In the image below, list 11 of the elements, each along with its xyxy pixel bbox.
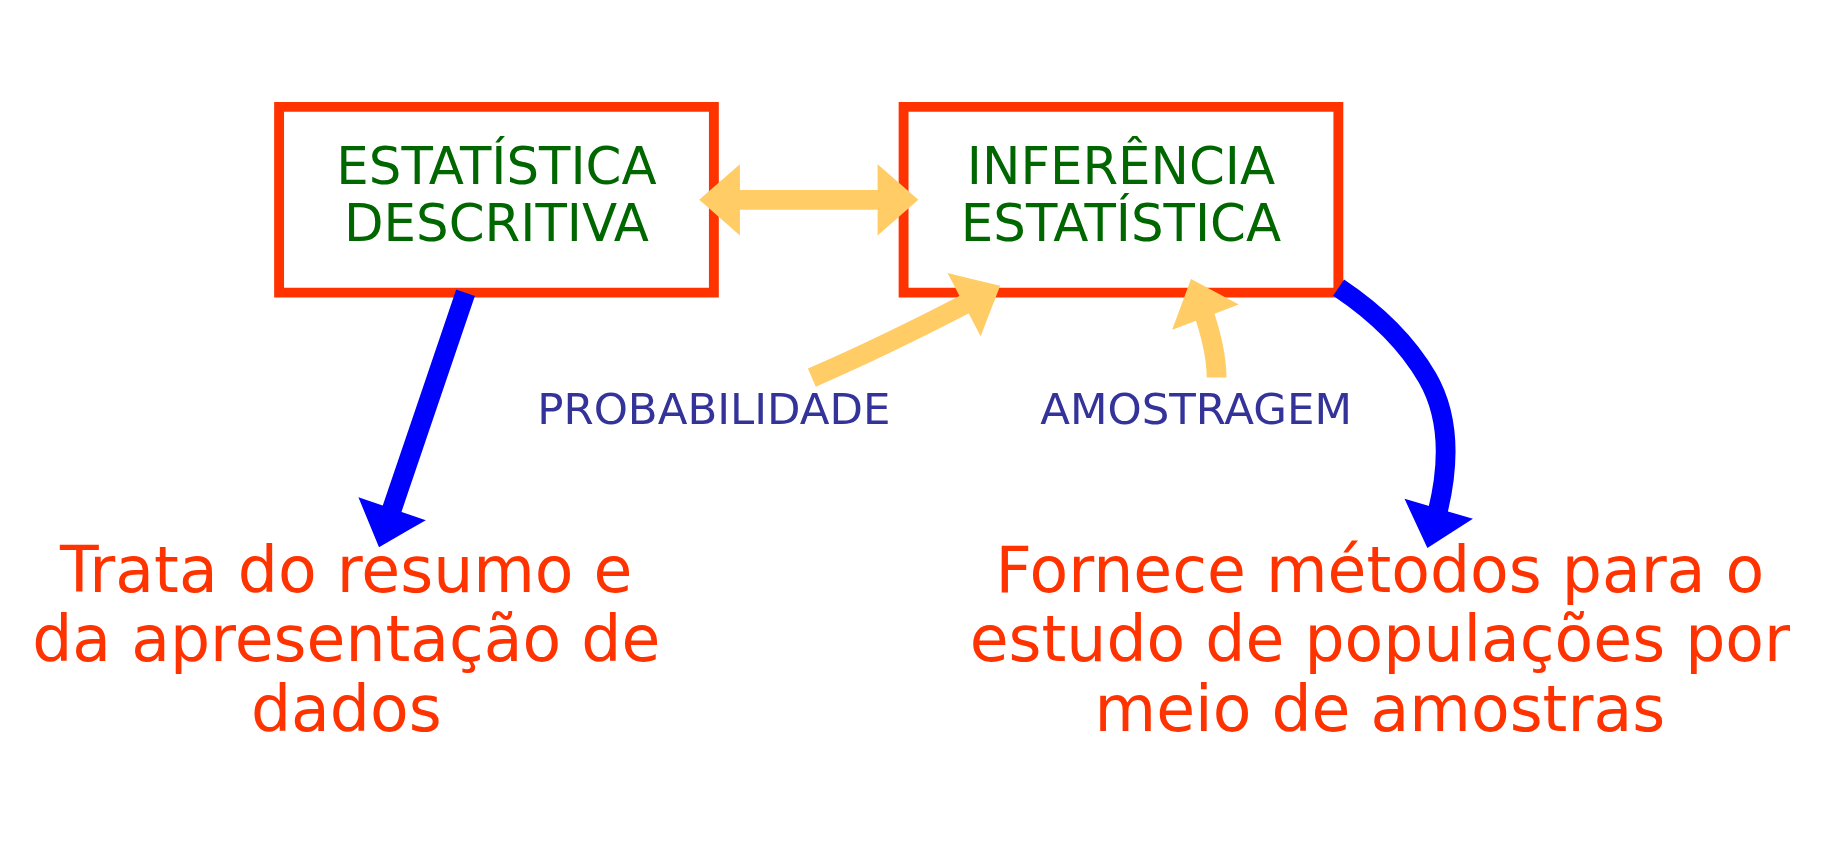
arrow <box>699 163 919 235</box>
arrow <box>358 289 475 547</box>
node-text: AMOSTRAGEM <box>1040 383 1352 434</box>
arrow <box>1172 278 1239 378</box>
node-text: PROBABILIDADE <box>537 383 891 434</box>
arrow <box>1333 278 1473 548</box>
node-text: Fornece métodos para o estudo de populações por meio de amostras <box>969 532 1791 746</box>
arrow <box>807 272 1001 387</box>
node-text: Trata do resumo e da apresentação de dados <box>32 532 661 746</box>
node-box: ESTATÍSTICA DESCRITIVA <box>274 101 719 298</box>
node-box: INFERÊNCIA ESTATÍSTICA <box>898 101 1344 298</box>
